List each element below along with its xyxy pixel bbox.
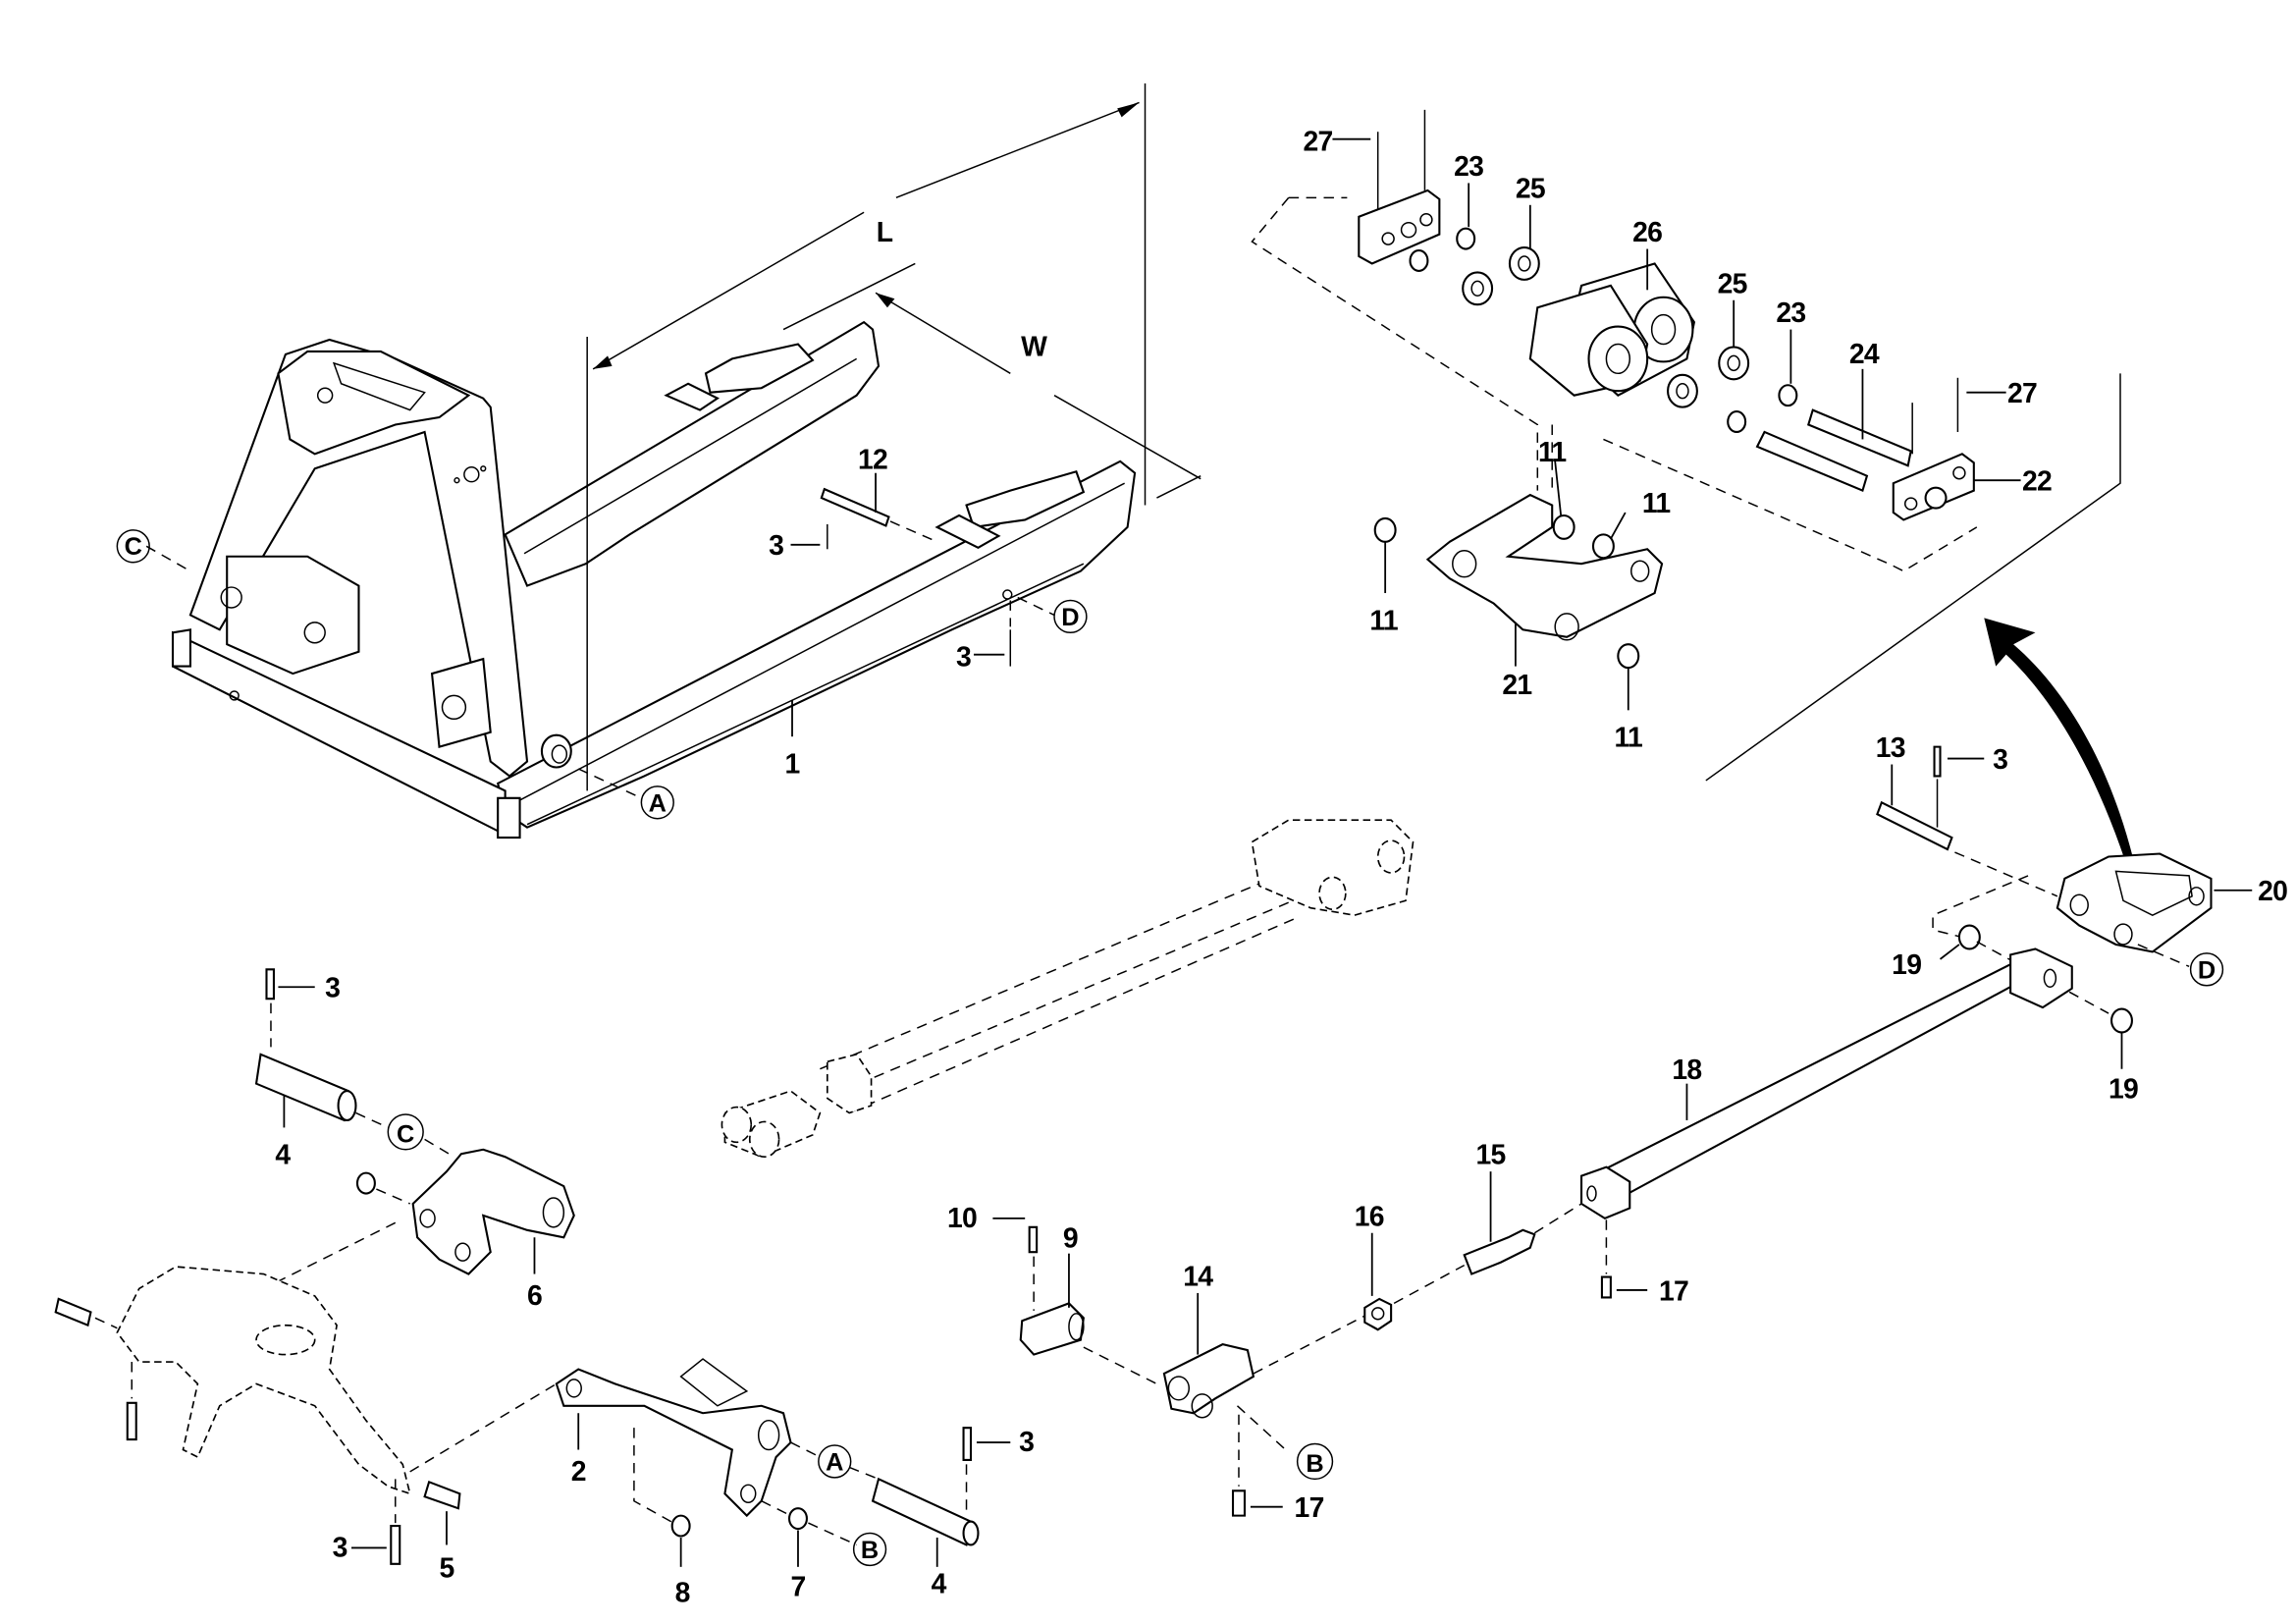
part-label-11: 11 bbox=[1642, 488, 1670, 519]
part-label-11: 11 bbox=[1615, 723, 1642, 754]
part-label-19: 19 bbox=[1892, 949, 1921, 981]
part-label-24: 24 bbox=[1849, 339, 1880, 370]
callout-d: D bbox=[1061, 604, 1079, 631]
fork-frame bbox=[171, 320, 1137, 839]
part-label-3: 3 bbox=[1019, 1427, 1034, 1458]
callout-c: C bbox=[125, 533, 142, 561]
dimension-length-label: L bbox=[877, 217, 893, 248]
part-label-4: 4 bbox=[932, 1569, 947, 1600]
part-label-23: 23 bbox=[1454, 151, 1483, 183]
part-label-5: 5 bbox=[439, 1552, 454, 1584]
part-label-20: 20 bbox=[2258, 876, 2287, 907]
part-label-2: 2 bbox=[571, 1456, 586, 1488]
dimension-lines: L W bbox=[586, 83, 1201, 791]
part-label-4: 4 bbox=[275, 1140, 291, 1171]
part-label-6: 6 bbox=[527, 1280, 542, 1312]
callout-a: A bbox=[826, 1448, 843, 1476]
part-label-10: 10 bbox=[947, 1203, 977, 1234]
part-label-27: 27 bbox=[2007, 378, 2037, 409]
ghost-linkage-rod bbox=[721, 819, 1415, 1159]
part-label-17: 17 bbox=[1659, 1275, 1688, 1307]
part-label-26: 26 bbox=[1632, 217, 1662, 248]
part-label-9: 9 bbox=[1063, 1223, 1078, 1255]
part-label-18: 18 bbox=[1672, 1055, 1701, 1086]
callout-c: C bbox=[397, 1120, 414, 1148]
part-label-12: 12 bbox=[858, 444, 887, 475]
part-label-25: 25 bbox=[1718, 268, 1747, 299]
part-label-25: 25 bbox=[1516, 173, 1545, 204]
part-label-13: 13 bbox=[1876, 732, 1905, 764]
curved-arrow-icon bbox=[1984, 618, 2134, 860]
part-label-3: 3 bbox=[333, 1532, 347, 1563]
part-label-16: 16 bbox=[1355, 1201, 1384, 1232]
dimension-width-label: W bbox=[1021, 331, 1047, 362]
part-label-8: 8 bbox=[675, 1578, 690, 1609]
lower-left-parts: 3 4 C 6 3 5 bbox=[54, 968, 1035, 1609]
frame-callouts: C D A 1 bbox=[116, 529, 1088, 820]
roller-detail-view: 27 23 25 26 25 23 bbox=[1251, 109, 2121, 782]
callout-a: A bbox=[649, 789, 667, 817]
right-parts: 13 3 20 D 19 19 18 17 bbox=[1580, 732, 2288, 1307]
callout-b: B bbox=[1306, 1450, 1323, 1478]
part-label-3: 3 bbox=[1993, 744, 2007, 776]
part-label-14: 14 bbox=[1183, 1261, 1213, 1292]
part-label-11: 11 bbox=[1369, 605, 1397, 636]
part-label-15: 15 bbox=[1476, 1140, 1506, 1171]
part-label-22: 22 bbox=[2022, 466, 2052, 498]
callout-d: D bbox=[2198, 956, 2216, 984]
part-label-17: 17 bbox=[1295, 1492, 1324, 1524]
part-label-27: 27 bbox=[1304, 127, 1333, 158]
part-label-3: 3 bbox=[325, 973, 340, 1004]
part-label-3: 3 bbox=[956, 642, 971, 674]
part-label-21: 21 bbox=[1502, 670, 1531, 701]
lower-center-parts: 10 9 14 B 17 16 15 bbox=[947, 1140, 1582, 1524]
part-label-19: 19 bbox=[2109, 1074, 2138, 1106]
part-label-1: 1 bbox=[785, 748, 800, 780]
part-label-11: 11 bbox=[1538, 437, 1566, 468]
part-label-3: 3 bbox=[769, 530, 783, 562]
pin-12: 12 3 3 bbox=[769, 444, 1012, 674]
callout-b: B bbox=[861, 1537, 879, 1564]
part-label-7: 7 bbox=[790, 1572, 805, 1603]
part-label-23: 23 bbox=[1776, 298, 1805, 329]
